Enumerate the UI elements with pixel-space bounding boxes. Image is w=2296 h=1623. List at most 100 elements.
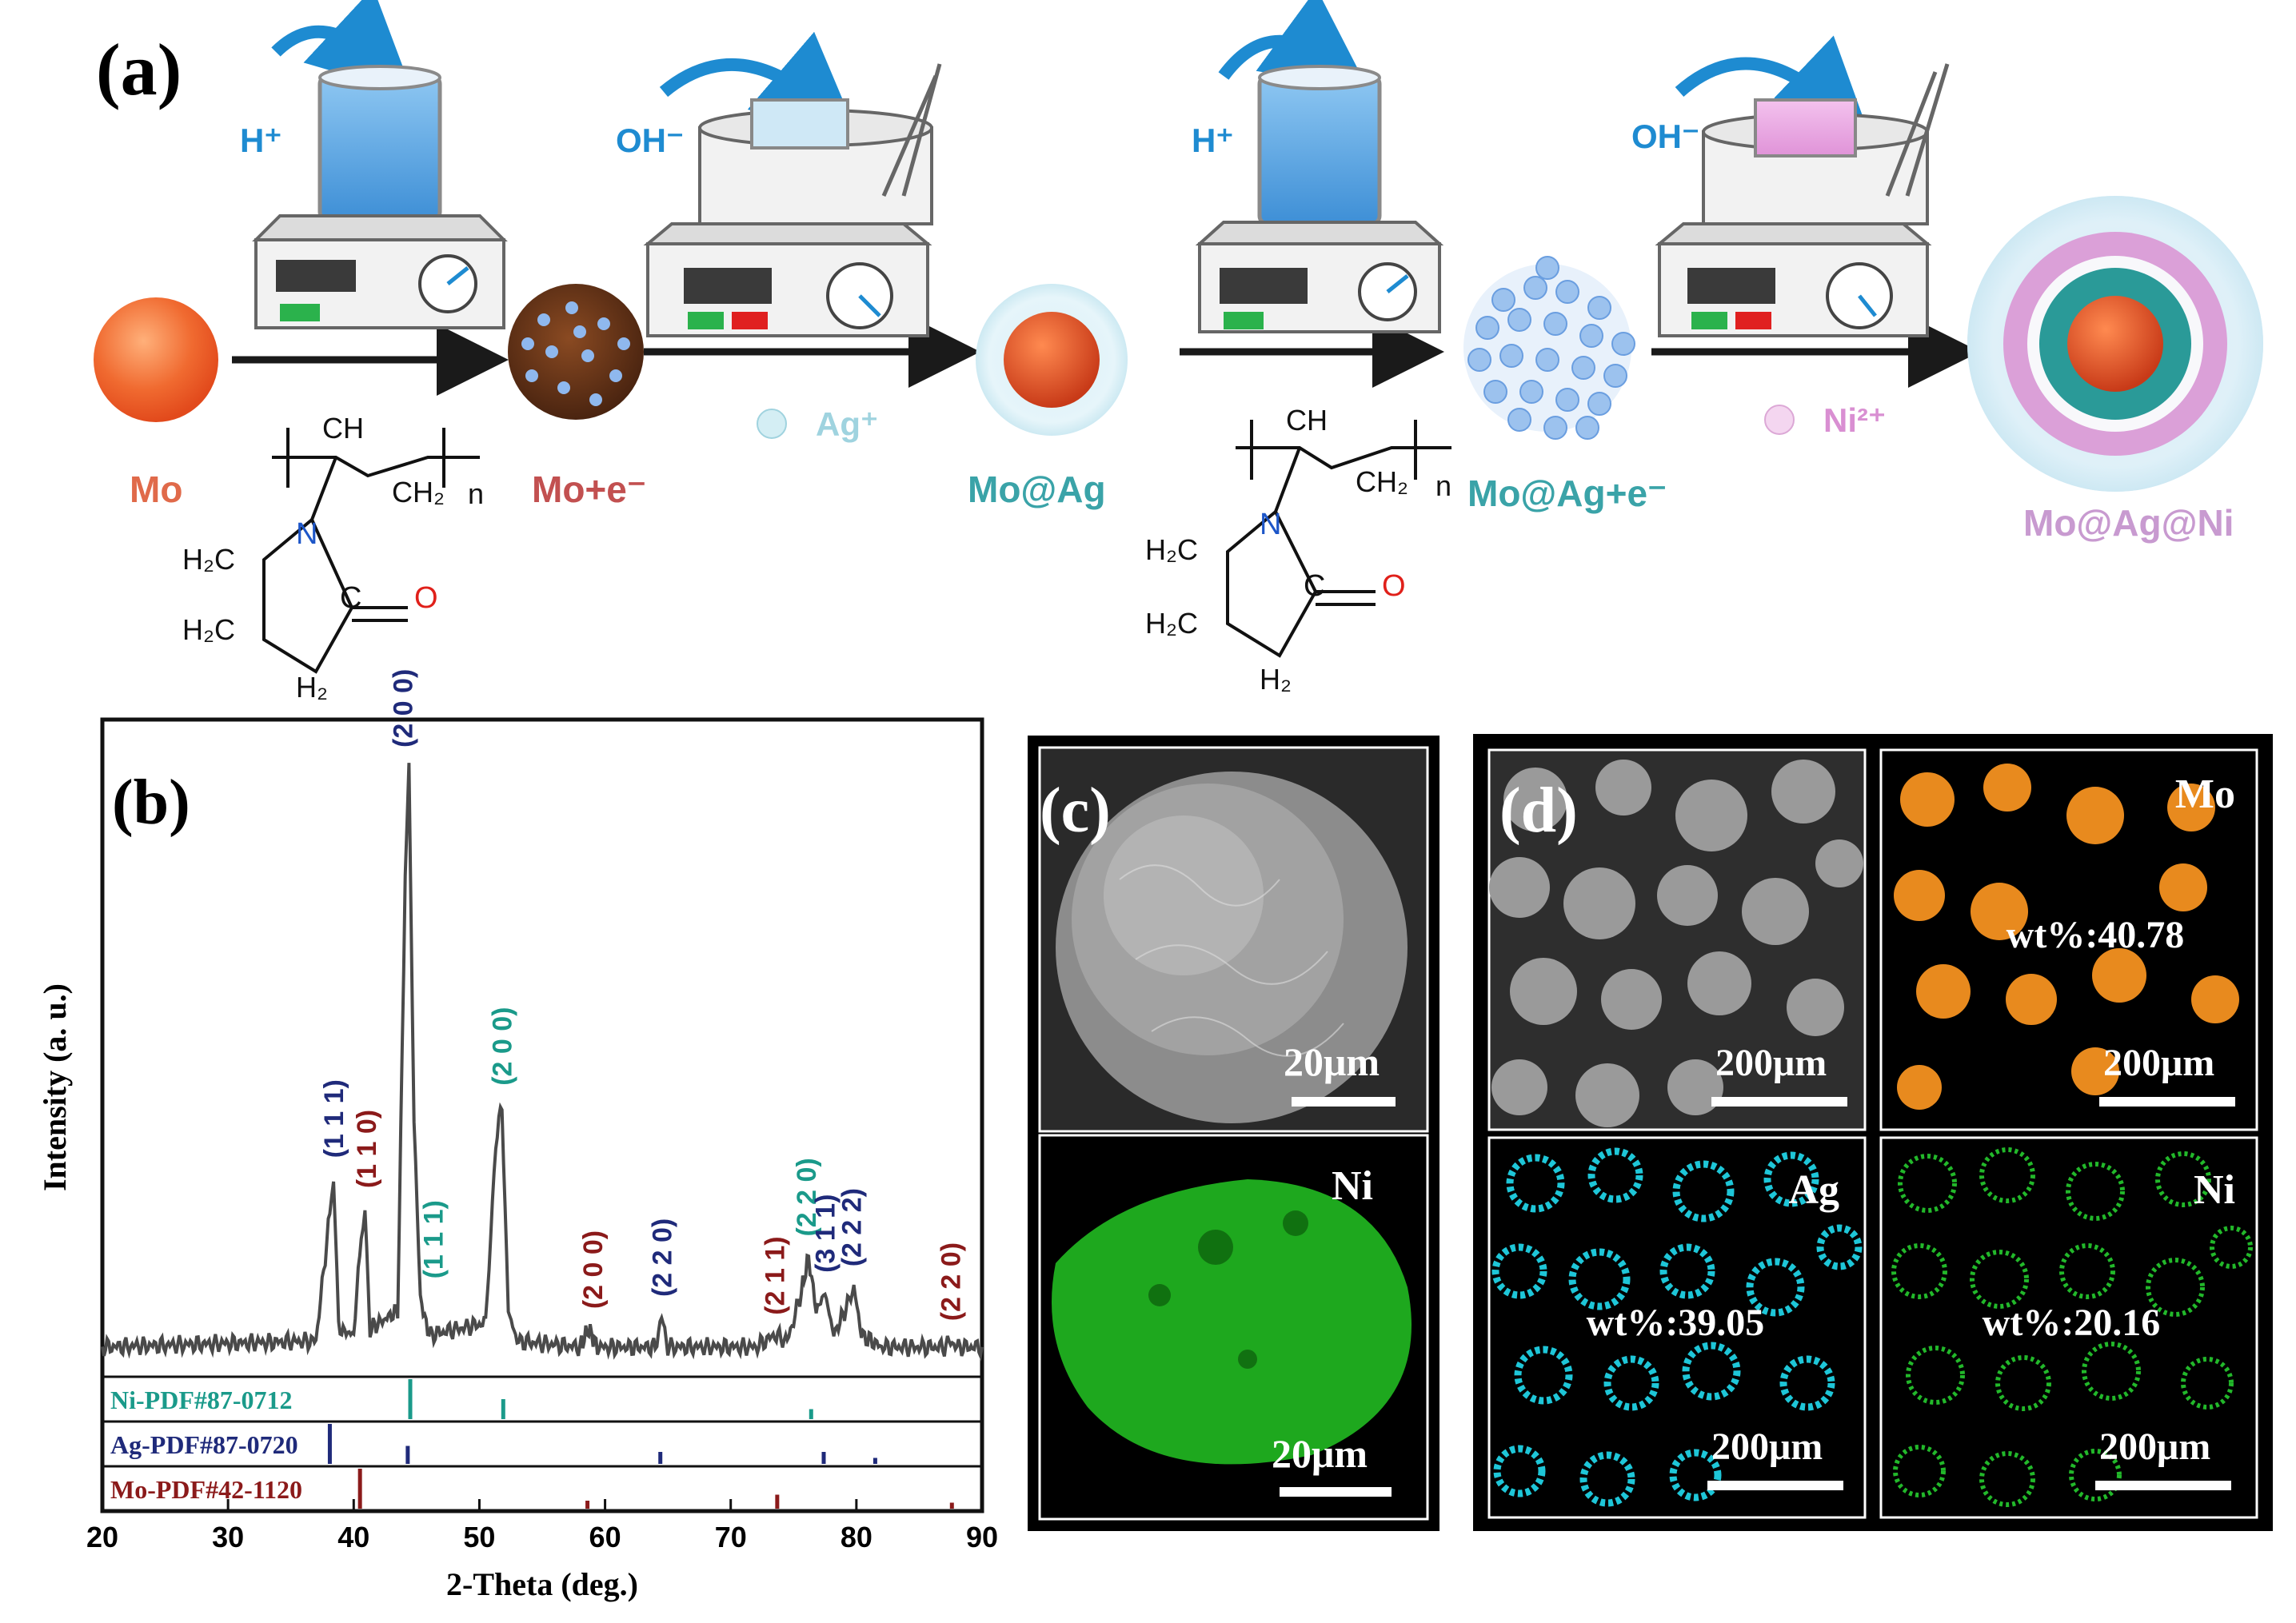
y-axis-label: Intensity (a. u.) bbox=[37, 983, 73, 1191]
element-label-mo: Mo bbox=[2175, 772, 2235, 817]
x-tick-label: 70 bbox=[715, 1521, 747, 1553]
product-label-3: Mo@Ag+e⁻ bbox=[1467, 473, 1667, 514]
pvp1-h2c-1: H₂C bbox=[182, 543, 235, 576]
peak-label: (2 2 0) bbox=[647, 1218, 677, 1297]
scale-d-3: 200μm bbox=[1711, 1426, 1823, 1468]
scale-bar-c-bottom bbox=[1280, 1487, 1392, 1497]
panel-b-label: (b) bbox=[112, 768, 190, 838]
scale-d-2: 200μm bbox=[2103, 1042, 2214, 1084]
scale-bar-d-1 bbox=[1711, 1097, 1847, 1107]
mo-start-label: Mo bbox=[130, 469, 182, 510]
ni-map-particle bbox=[1052, 1179, 1412, 1465]
x-tick-label: 80 bbox=[841, 1521, 872, 1553]
water-bath-4: OH⁻ bbox=[1631, 35, 1950, 337]
pvp2-h2: H₂ bbox=[1260, 663, 1292, 696]
pvp2-ch2: CH₂ bbox=[1356, 465, 1408, 498]
chart-frame bbox=[100, 717, 984, 1513]
peak-label: (2 2 2) bbox=[837, 1188, 868, 1266]
electron-dots bbox=[521, 301, 630, 406]
scale-c-top: 20μm bbox=[1284, 1039, 1380, 1084]
water-bath-2: OH⁻ bbox=[616, 31, 942, 337]
peak-label: (1 1 0) bbox=[352, 1110, 382, 1188]
mo-ag-core bbox=[1004, 312, 1100, 408]
pvp-structure-2 bbox=[1226, 420, 1451, 658]
pvp1-ch: CH bbox=[322, 412, 364, 445]
peak-label: (2 1 1) bbox=[761, 1236, 791, 1314]
tile-mo-map: Mo wt%:40.78 200μm bbox=[1879, 748, 2258, 1131]
ni-ion-dot bbox=[1764, 405, 1795, 435]
scale-bar-d-3 bbox=[1707, 1481, 1843, 1490]
hotplate-stirrer-3: H⁺ bbox=[1192, 0, 1444, 333]
ion-label-3: H⁺ bbox=[1192, 122, 1234, 159]
wt-ag: wt%:39.05 bbox=[1587, 1302, 1765, 1344]
panel-a-label: (a) bbox=[96, 29, 182, 110]
scale-d-4: 200μm bbox=[2099, 1426, 2210, 1468]
tile-sem: (d) 200μm bbox=[1487, 748, 1867, 1131]
product-label-4: Mo@Ag@Ni bbox=[2023, 502, 2234, 544]
pvp2-N: N bbox=[1260, 508, 1281, 541]
reagent-label-4: Ni²⁺ bbox=[1823, 401, 1886, 439]
scale-c-bottom: 20μm bbox=[1272, 1431, 1368, 1476]
pvp1-O: O bbox=[414, 581, 438, 615]
tile-ni-map: Ni wt%:20.16 200μm bbox=[1879, 1136, 2258, 1519]
transfer-arrow-3 bbox=[1218, 0, 1369, 90]
pvp2-ch: CH bbox=[1286, 404, 1328, 437]
peak-label: (1 1 1) bbox=[418, 1200, 449, 1278]
peak-label: (2 2 0) bbox=[936, 1242, 967, 1321]
panel-d: (d) 200μm Mo wt%:40.78 200μm bbox=[1473, 734, 2273, 1531]
peak-label: (2 0 0) bbox=[578, 1230, 609, 1309]
peak-label: (2 2 0) bbox=[792, 1158, 822, 1236]
wt-ni: wt%:20.16 bbox=[1983, 1302, 2161, 1344]
mo-sphere bbox=[94, 297, 218, 422]
peak-label: (1 1 1) bbox=[319, 1079, 349, 1158]
panel-c: (c) 20μm Ni 20μm bbox=[1028, 736, 1439, 1531]
x-tick-label: 20 bbox=[86, 1521, 118, 1553]
pvp1-h2c-2: H₂C bbox=[182, 613, 235, 646]
scale-d-1: 200μm bbox=[1715, 1042, 1827, 1084]
peak-label: (3 1 1) bbox=[811, 1194, 841, 1273]
ref-label-ni: Ni-PDF#87-0712 bbox=[110, 1386, 293, 1414]
pvp-structure-1 bbox=[262, 428, 480, 674]
ref-label-ag: Ag-PDF#87-0720 bbox=[110, 1430, 298, 1459]
xrd-plot: (1 1 1)(1 1 0)(2 0 0)(1 1 1)(2 0 0)(2 0 … bbox=[86, 669, 998, 1553]
pvp2-h2c-2: H₂C bbox=[1145, 607, 1198, 640]
xrd-pattern-line bbox=[101, 763, 984, 1362]
pvp1-h2: H₂ bbox=[296, 671, 328, 704]
reagent-label-2: Ag⁺ bbox=[816, 405, 878, 443]
element-label-ag: Ag bbox=[1788, 1167, 1839, 1213]
panel-d-label: (d) bbox=[1499, 776, 1578, 846]
pvp1-N: N bbox=[296, 517, 317, 551]
product-label-1: Mo+e⁻ bbox=[532, 469, 646, 510]
x-axis-label: 2-Theta (deg.) bbox=[446, 1566, 638, 1602]
ag-ion-dot bbox=[757, 409, 787, 439]
x-tick-label: 60 bbox=[589, 1521, 621, 1553]
product-label-2: Mo@Ag bbox=[968, 469, 1106, 510]
mo-ag-electron-sphere bbox=[1463, 256, 1635, 440]
x-tick-label: 90 bbox=[966, 1521, 998, 1553]
scale-bar-d-2 bbox=[2099, 1097, 2235, 1107]
peak-label: (2 0 0) bbox=[389, 669, 419, 748]
scale-bar-c-top bbox=[1292, 1097, 1396, 1107]
transfer-arrow-2 bbox=[659, 31, 859, 138]
peak-label: (2 0 0) bbox=[488, 1007, 518, 1086]
pvp2-h2c-1: H₂C bbox=[1145, 533, 1198, 566]
pvp1-C: C bbox=[340, 581, 361, 615]
element-label-c: Ni bbox=[1332, 1163, 1373, 1209]
wt-mo: wt%:40.78 bbox=[2007, 914, 2185, 956]
scale-bar-d-4 bbox=[2095, 1481, 2231, 1490]
panel-b: (b) Ni-PDF#87-0712 Ag-PDF#87-0720 Mo-PDF… bbox=[37, 669, 998, 1602]
pvp2-n: n bbox=[1435, 469, 1451, 502]
pvp1-n: n bbox=[468, 477, 484, 510]
ion-label-2: OH⁻ bbox=[616, 122, 684, 159]
pvp1-ch2: CH₂ bbox=[392, 476, 445, 508]
pvp2-C: C bbox=[1304, 569, 1325, 603]
x-tick-label: 30 bbox=[212, 1521, 244, 1553]
transfer-arrow-4 bbox=[1675, 35, 1873, 144]
x-tick-label: 40 bbox=[337, 1521, 369, 1553]
beaker-1 bbox=[317, 74, 442, 222]
element-label-ni: Ni bbox=[2194, 1167, 2235, 1213]
panel-c-label: (c) bbox=[1040, 776, 1111, 846]
ion-label-1: H⁺ bbox=[240, 122, 282, 159]
ref-box-mo: Mo-PDF#42-1120 bbox=[101, 1465, 984, 1513]
